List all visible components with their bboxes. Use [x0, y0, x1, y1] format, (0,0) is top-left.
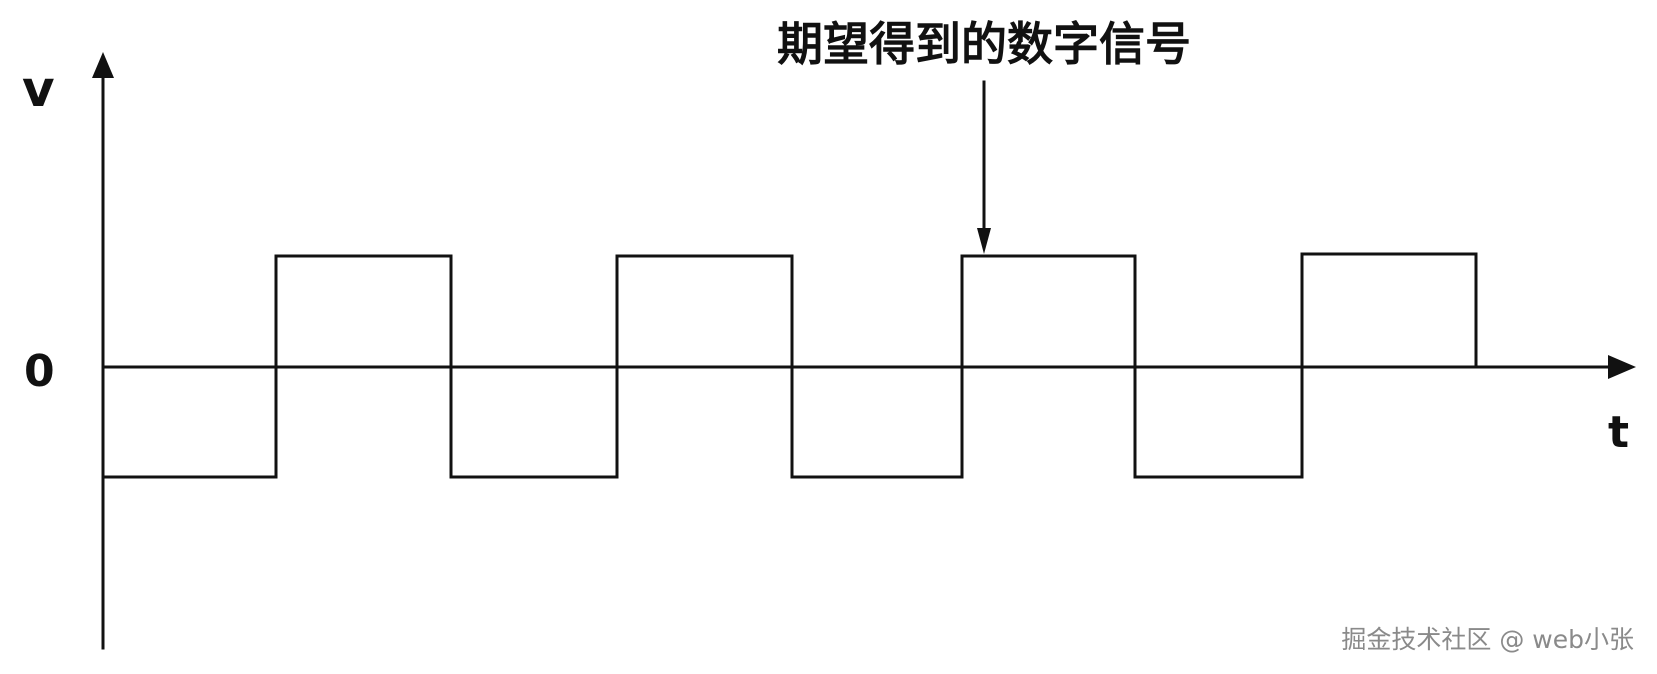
x-axis-label: t [1608, 407, 1629, 458]
watermark: 掘金技术社区 @ web小张 [1341, 625, 1634, 654]
annotation-label: 期望得到的数字信号 [777, 17, 1191, 71]
annotation-arrow-icon [977, 228, 991, 254]
y-axis-label: v [22, 60, 55, 118]
origin-label: 0 [24, 346, 55, 397]
x-axis-arrow-icon [1608, 355, 1636, 379]
square-wave-signal [101, 252, 1478, 479]
y-axis-arrow-icon [92, 52, 114, 78]
